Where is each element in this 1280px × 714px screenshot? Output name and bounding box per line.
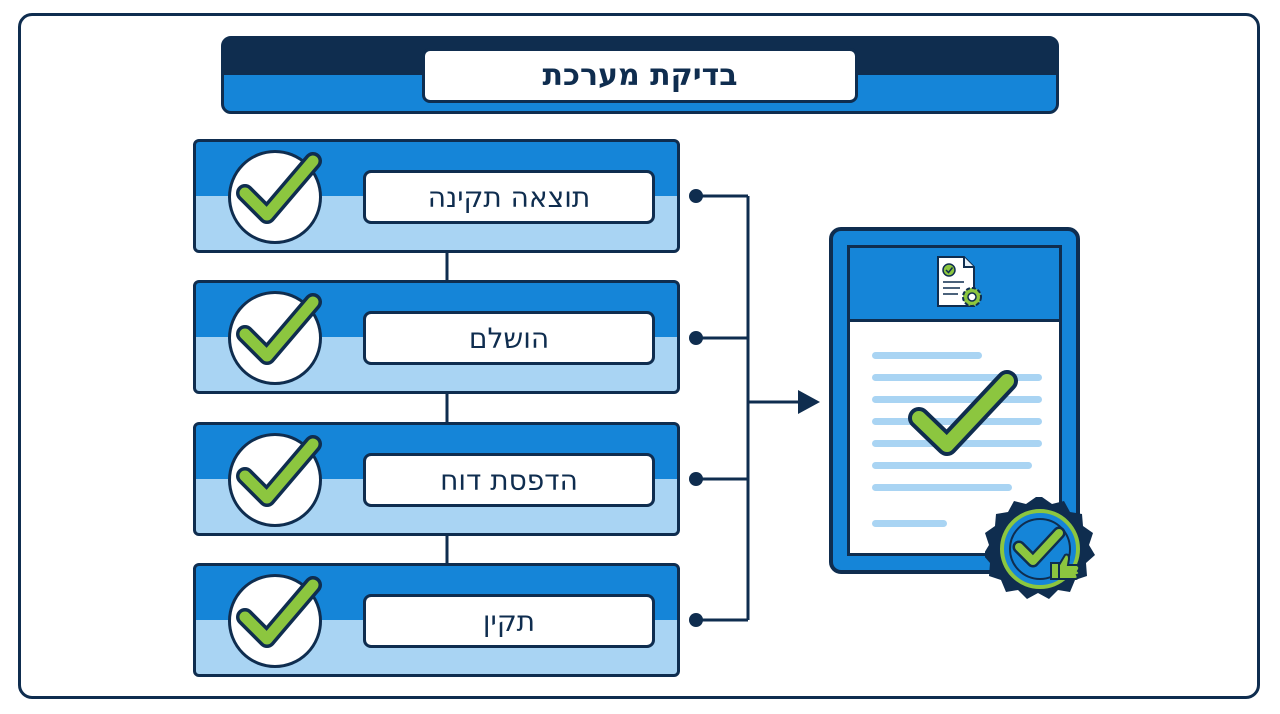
checkmark-icon	[228, 433, 322, 527]
connector-dot	[689, 331, 703, 345]
connector-dot	[689, 472, 703, 486]
text-line	[872, 484, 1012, 491]
text-line	[872, 374, 1042, 381]
arrow-head-icon	[798, 390, 820, 414]
checkmark-icon	[908, 370, 1018, 456]
step-label-2: הושלם	[363, 311, 655, 365]
step-label-4: תקין	[363, 594, 655, 648]
report-header	[850, 248, 1059, 322]
step-box-4: תקין	[193, 563, 680, 677]
diagram-title: בדיקת מערכת	[422, 48, 858, 103]
step-label-3: הדפסת דוח	[363, 453, 655, 507]
step-label-1: תוצאה תקינה	[363, 170, 655, 224]
approval-seal-thumbs-up-icon	[985, 497, 1095, 599]
connector-dot	[689, 613, 703, 627]
connector-dot	[689, 189, 703, 203]
document-gear-icon	[937, 256, 982, 307]
step-box-1: תוצאה תקינה	[193, 139, 680, 253]
checkmark-icon	[228, 291, 322, 385]
step-box-3: הדפסת דוח	[193, 422, 680, 536]
text-line	[872, 352, 982, 359]
step-box-2: הושלם	[193, 280, 680, 394]
checkmark-icon	[228, 150, 322, 244]
text-line	[872, 396, 1042, 403]
checkmark-icon	[228, 574, 322, 668]
text-line	[872, 520, 947, 527]
text-line	[872, 462, 1032, 469]
